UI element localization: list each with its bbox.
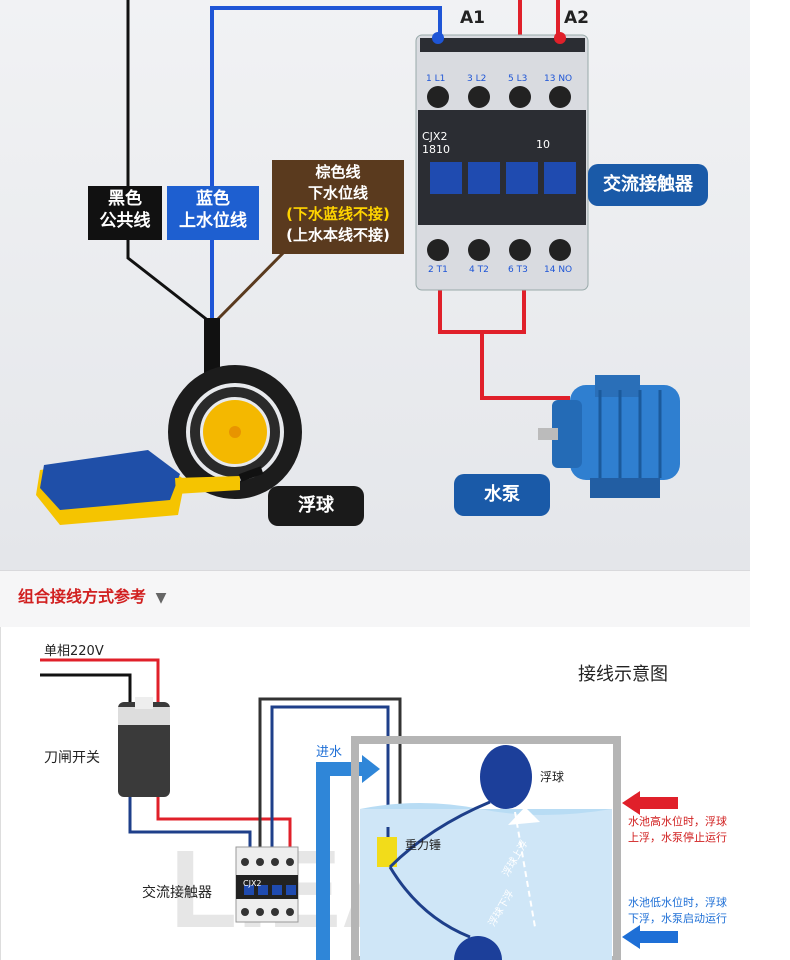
inlet-label: 进水: [316, 745, 343, 760]
terminal-a1-label: A1: [460, 8, 485, 28]
float-switch: [36, 450, 264, 525]
contactor-callout: 交流接触器: [588, 164, 708, 206]
low-level-arrow: [622, 925, 678, 949]
top-terminal-5: 5 L3: [508, 74, 528, 84]
section-heading: 组合接线方式参考 ▼: [18, 587, 167, 606]
water-body: [360, 809, 612, 960]
knife-switch: [118, 697, 170, 797]
water-pump-motor: [538, 375, 680, 498]
bottom-terminal-14: 14 NO: [544, 265, 573, 275]
inlet-arrow: [362, 755, 380, 783]
gravity-weight-label: 重力锤: [405, 838, 442, 852]
black-wire-label: 黑色 公共线: [88, 186, 162, 240]
bottom-terminal-6: 6 T3: [508, 265, 528, 275]
blue-wire-label: 蓝色 上水位线: [167, 186, 259, 240]
brown-lower-wire: [213, 244, 292, 324]
pump-label: 水泵: [454, 474, 550, 516]
terminal-a2-label: A2: [564, 8, 589, 28]
float-lower: [454, 936, 502, 960]
ac-contactor: [415, 32, 589, 291]
knife-switch-label: 刀闸开关: [44, 750, 100, 766]
black-common-wire: [126, 0, 211, 324]
bottom-terminal-4: 4 T2: [469, 265, 489, 275]
contactor-model-1: CJX2: [422, 130, 448, 143]
red-motor-feed: [480, 332, 570, 400]
brown-wire-label: 棕色线 下水位线 (下水蓝线不接) (上水本线不接): [272, 160, 404, 254]
water-tank: [351, 736, 621, 960]
contactor-label-bottom: 交流接触器: [142, 885, 212, 901]
schematic-title: 接线示意图: [578, 664, 668, 685]
contactor-model-2: 1810: [422, 143, 450, 156]
top-terminal-3: 3 L2: [467, 74, 487, 84]
float-label-bottom: 浮球: [540, 770, 565, 784]
bottom-schematic: LIEABB: [40, 658, 678, 960]
high-level-note: 水池高水位时，浮球 上浮，水泵停止运行: [628, 815, 727, 844]
high-level-arrow: [622, 791, 678, 815]
schematic-contactor: [235, 846, 299, 923]
top-terminal-13: 13 NO: [544, 74, 573, 84]
section-divider: [0, 570, 750, 628]
float-label: 浮球: [268, 486, 364, 526]
gravity-weight: [377, 837, 397, 867]
contactor-aux-number: 10: [536, 138, 550, 151]
blue-upper-wire: [210, 6, 442, 322]
contactor-model-bottom: CJX2: [243, 879, 262, 888]
power-label: 单相220V: [44, 644, 104, 659]
inlet-pipe: [316, 762, 330, 960]
float-upper: [480, 745, 532, 809]
top-terminal-1: 1 L1: [426, 74, 446, 84]
top-wiring-diagram: [36, 0, 680, 525]
triangle-down-icon: ▼: [155, 590, 167, 606]
bottom-terminal-2: 2 T1: [428, 265, 448, 275]
low-level-note: 水池低水位时，浮球 下浮，水泵启动运行: [628, 896, 727, 925]
cable-bundle: [204, 318, 220, 378]
